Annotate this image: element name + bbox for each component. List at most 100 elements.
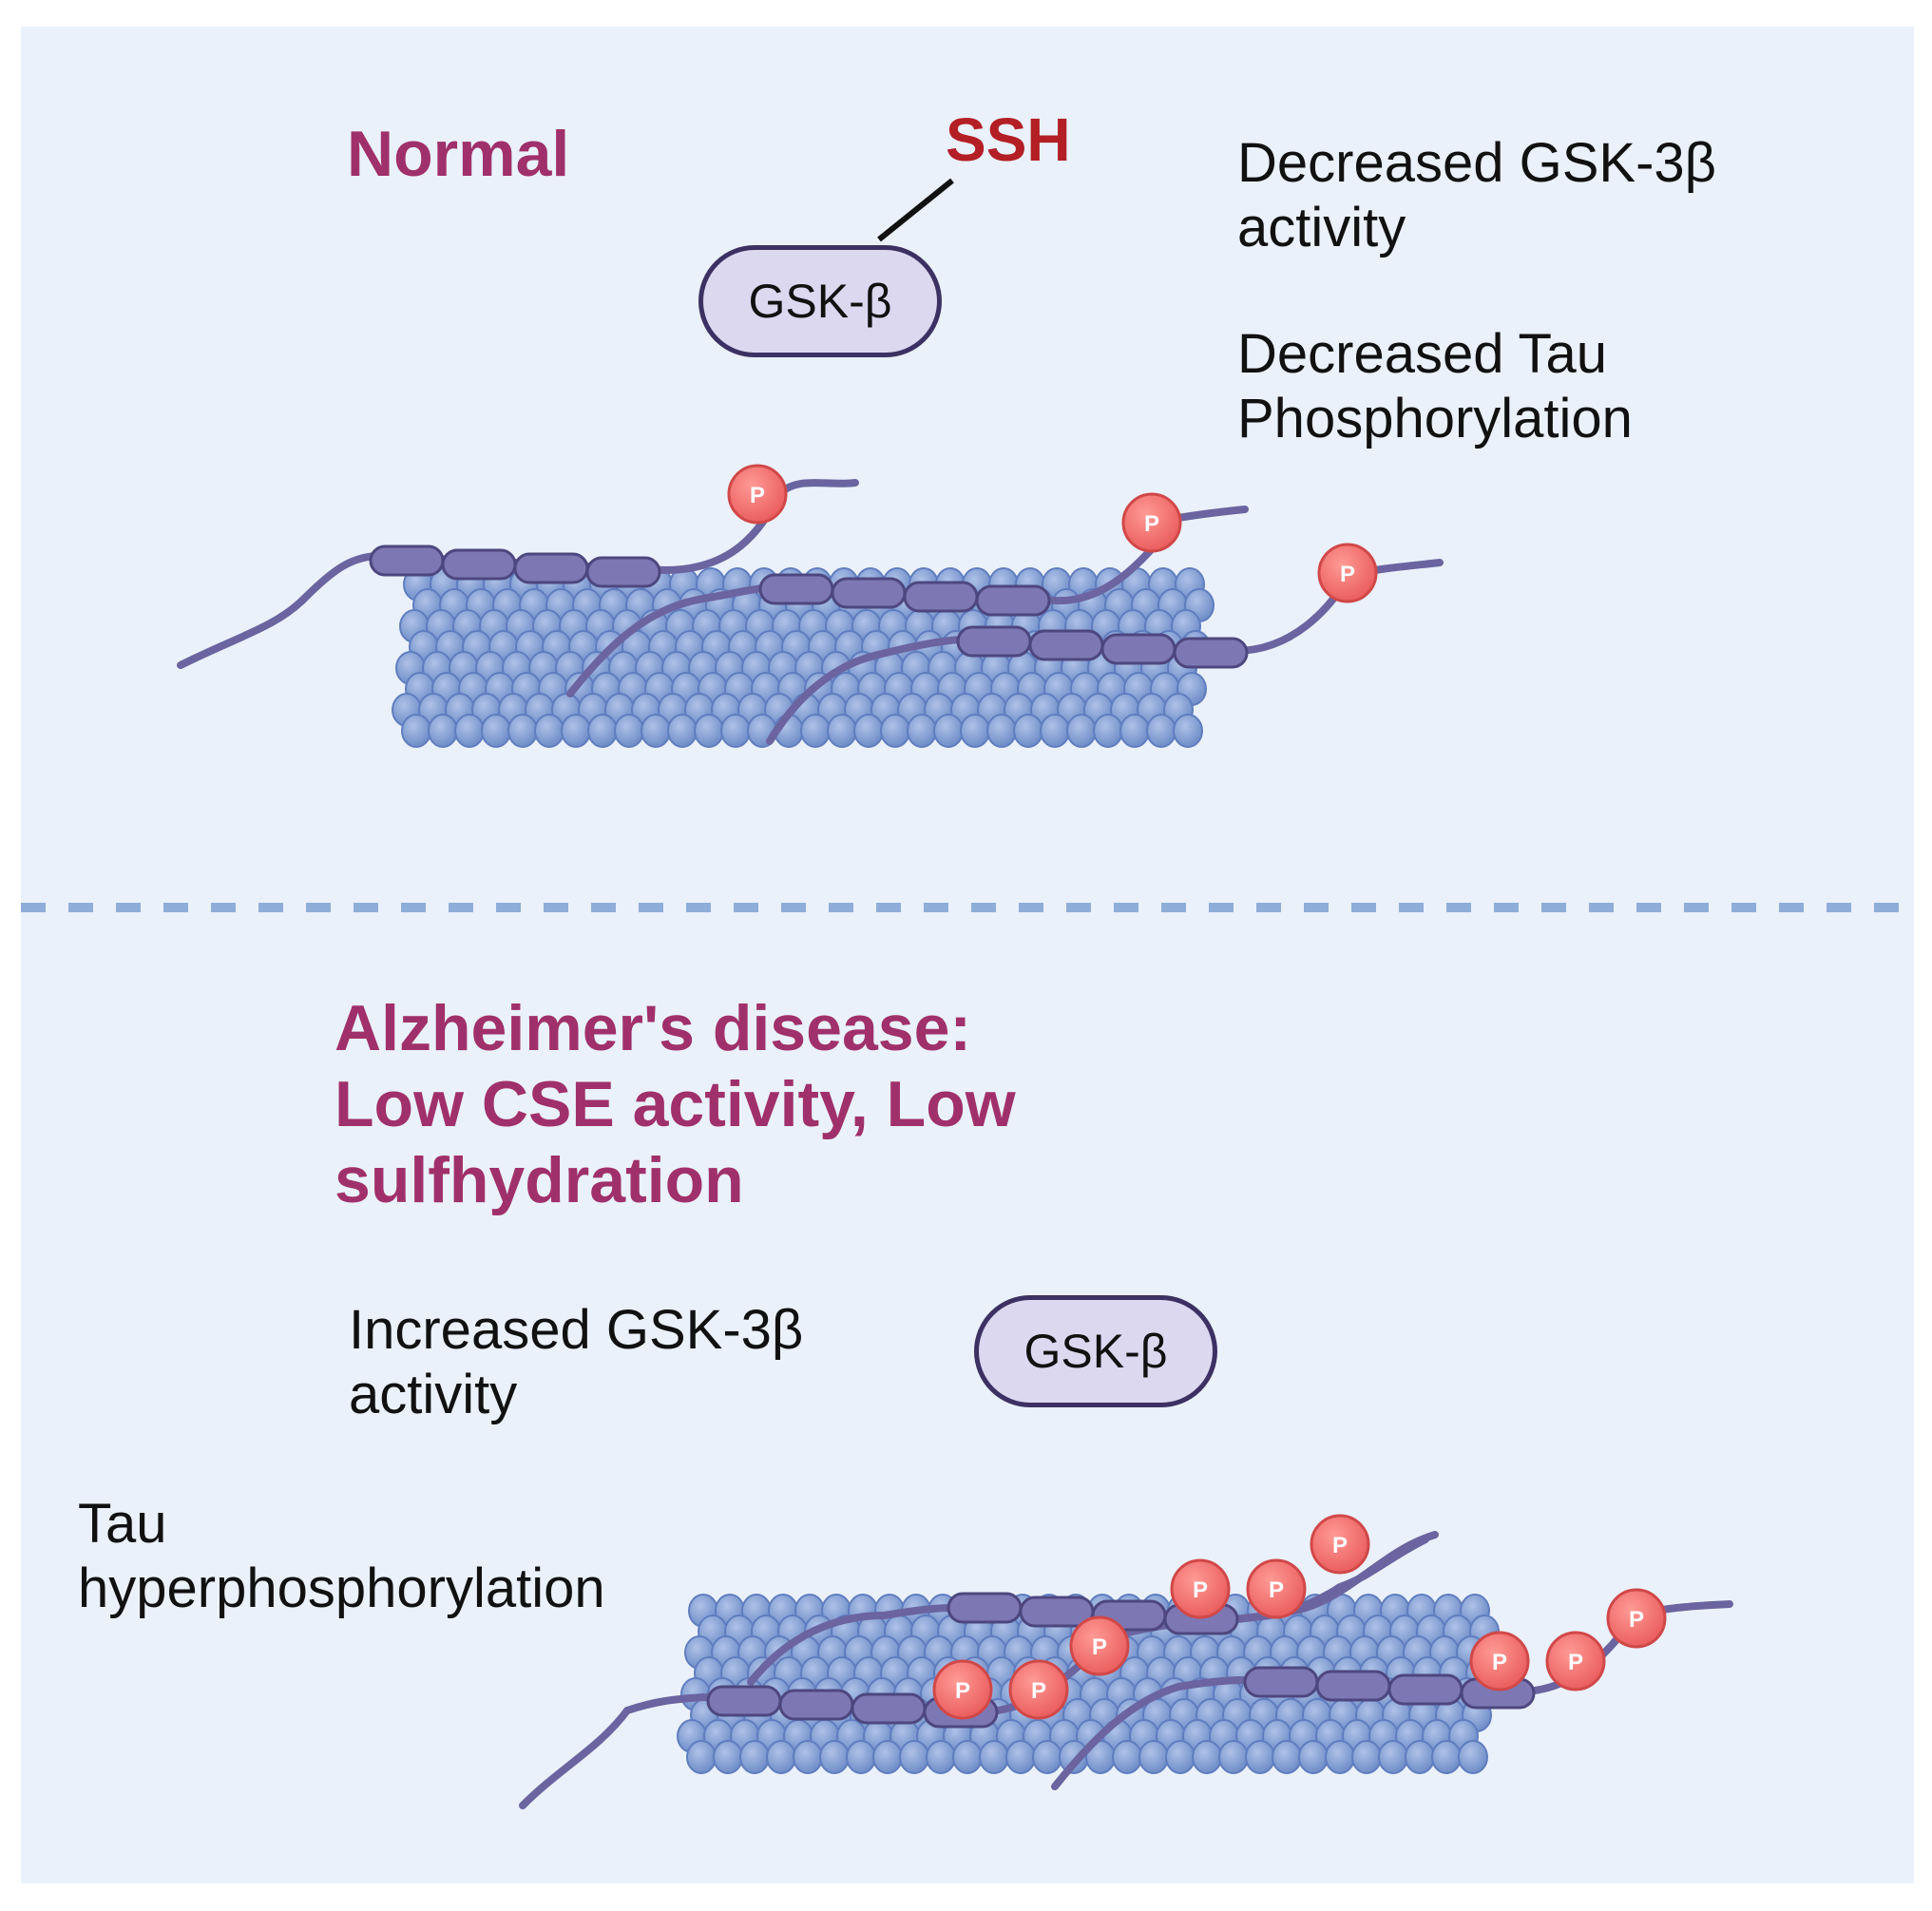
tubulin-subunit: [1040, 714, 1070, 748]
tubulin-subunit: [880, 714, 910, 748]
alzheimers-effect-gsk-activity: Increased GSK-3β activity: [349, 1298, 803, 1428]
tubulin-subunit: [827, 714, 857, 748]
phosphate-groups-normal: P P P: [727, 464, 1378, 603]
tubulin-subunit: [454, 714, 485, 748]
normal-effect-gsk-line2: activity: [1237, 197, 1406, 259]
alzheimers-effect-tau-hyperphosphorylation: Tau hyperphosphorylation: [78, 1492, 605, 1622]
tubulin-subunit: [667, 714, 698, 748]
tubulin-subunit: [952, 1740, 983, 1774]
alzheimers-heading-line1: Alzheimer's disease:: [335, 992, 972, 1064]
tau-segment: [513, 552, 589, 584]
gsk-enzyme-alzheimers-label: GSK-β: [1023, 1325, 1168, 1378]
tubulin-subunit: [926, 1740, 956, 1774]
phosphate-label: P: [1568, 1650, 1583, 1675]
tubulin-subunit: [800, 714, 831, 748]
tau-segment: [758, 573, 834, 605]
tubulin-subunit: [614, 714, 644, 748]
tubulin-subunit: [1173, 714, 1203, 748]
tau-segment: [956, 625, 1032, 658]
normal-effect-tau-line2: Phosphorylation: [1237, 388, 1633, 450]
tubulin-subunit: [1146, 714, 1176, 748]
phosphate-label: P: [1492, 1650, 1507, 1675]
tau-segment: [369, 545, 445, 577]
tau-segment: [903, 581, 979, 613]
tubulin-subunit: [1378, 1740, 1408, 1774]
tubulin-subunit: [686, 1740, 717, 1774]
tubulin-subunit: [713, 1740, 743, 1774]
tau-segment: [1315, 1670, 1391, 1702]
phosphate-group: P: [727, 464, 788, 525]
phosphate-group: P: [1545, 1631, 1606, 1691]
alzheimers-heading-line2: Low CSE activity, Low: [335, 1068, 1016, 1141]
tubulin-subunit: [853, 714, 884, 748]
phosphate-label: P: [1092, 1634, 1107, 1660]
phosphate-group: P: [932, 1659, 993, 1720]
phosphate-group: P: [1310, 1514, 1370, 1575]
phosphate-group: P: [1069, 1615, 1130, 1676]
tubulin-subunit: [899, 1740, 929, 1774]
phosphate-label: P: [1031, 1678, 1046, 1704]
figure-panel: [21, 27, 1914, 1883]
alzheimers-heading-line3: sulfhydration: [335, 1144, 744, 1217]
normal-effect-gsk-line1: Decreased GSK-3β: [1237, 132, 1717, 194]
tubulin-subunit: [401, 714, 431, 748]
tubulin-subunit: [1112, 1740, 1142, 1774]
tau-proteins-normal: [177, 479, 1444, 745]
phosphate-label: P: [955, 1678, 970, 1704]
tubulin-subunit: [793, 1740, 823, 1774]
tau-segment: [1173, 637, 1249, 669]
tubulin-subunit: [819, 1740, 850, 1774]
phosphate-group: P: [1606, 1588, 1667, 1649]
tubulin-subunit: [481, 714, 511, 748]
alzheimers-effect-tau-line1: Tau: [78, 1493, 167, 1555]
gsk-enzyme-normal: GSK-β: [698, 245, 942, 357]
gsk-enzyme-alzheimers: GSK-β: [974, 1295, 1217, 1407]
tubulin-subunit: [907, 714, 937, 748]
ssh-bond-line: [877, 178, 954, 242]
tubulin-subunit: [1405, 1740, 1435, 1774]
ssh-label: SSH: [946, 105, 1071, 174]
phosphate-group: P: [1246, 1558, 1307, 1619]
tubulin-subunit: [933, 714, 964, 748]
tubulin-subunit: [739, 1740, 770, 1774]
phosphate-label: P: [1332, 1533, 1348, 1558]
tau-segment: [851, 1692, 927, 1725]
tubulin-subunit: [960, 714, 990, 748]
tubulin-subunit: [1272, 1740, 1302, 1774]
tubulin-subunit: [720, 714, 751, 748]
tubulin-subunit: [1298, 1740, 1329, 1774]
tubulin-subunit: [846, 1740, 876, 1774]
alzheimers-heading: Alzheimer's disease: Low CSE activity, L…: [335, 990, 1016, 1219]
tau-segment: [1028, 629, 1104, 661]
tau-segment: [947, 1592, 1023, 1624]
tubulin-subunit: [1138, 1740, 1169, 1774]
tubulin-subunit: [979, 1740, 1009, 1774]
phosphate-group: P: [1170, 1558, 1231, 1619]
tubulin-subunit: [1458, 1740, 1488, 1774]
tau-segment: [831, 577, 907, 609]
tubulin-subunit: [561, 714, 591, 748]
phosphate-group: P: [1469, 1631, 1530, 1691]
tubulin-subunit: [587, 714, 618, 748]
tau-segment: [1100, 633, 1176, 665]
alzheimers-effect-tau-line2: hyperphosphorylation: [78, 1557, 605, 1620]
phosphate-group: P: [1317, 543, 1378, 603]
tau-segment: [778, 1689, 854, 1721]
tau-segment: [706, 1685, 782, 1717]
phosphate-label: P: [1193, 1577, 1208, 1603]
tubulin-subunit: [986, 714, 1017, 748]
phosphate-group: P: [1121, 492, 1182, 553]
normal-effect-tau-phosphorylation: Decreased Tau Phosphorylation: [1237, 322, 1633, 452]
phosphate-label: P: [1340, 562, 1355, 587]
tubulin-subunit: [1245, 1740, 1275, 1774]
normal-effect-gsk-activity: Decreased GSK-3β activity: [1237, 131, 1716, 261]
tubulin-subunit: [641, 714, 671, 748]
tubulin-subunit: [872, 1740, 903, 1774]
tau-segment: [975, 584, 1051, 617]
tubulin-subunit: [1093, 714, 1123, 748]
normal-heading: Normal: [347, 118, 570, 190]
tubulin-subunit: [534, 714, 564, 748]
phosphate-label: P: [1144, 511, 1159, 537]
